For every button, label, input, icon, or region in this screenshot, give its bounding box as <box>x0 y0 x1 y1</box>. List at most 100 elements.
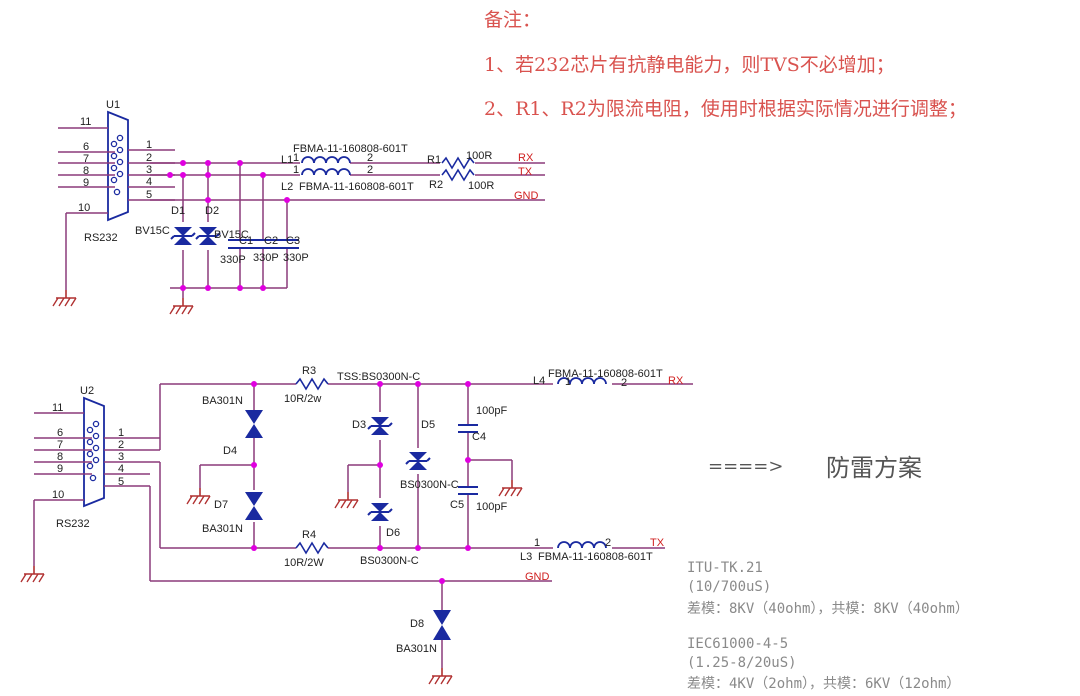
c3-label: C3 <box>286 235 300 247</box>
coil-pin: 2 <box>367 164 373 176</box>
ground-icon <box>498 479 523 497</box>
coil-pin: 2 <box>621 377 627 389</box>
tss-diode-d6 <box>367 502 393 522</box>
pin-label: 11 <box>80 116 91 128</box>
ground-icon <box>169 297 194 315</box>
c4-value: 100pF <box>476 405 507 417</box>
d2-label: D2 <box>205 205 219 217</box>
gnd-label: GND <box>525 571 550 583</box>
d4-part: BA301N <box>202 395 243 407</box>
pin-label: 11 <box>52 402 63 414</box>
r4-value: 10R/2W <box>284 557 324 569</box>
db9-connector-u1 <box>107 111 129 221</box>
l1-label: L1 <box>281 154 293 166</box>
coil-pin: 1 <box>293 152 299 164</box>
d7-part: BA301N <box>202 523 243 535</box>
tvs-diode-d1 <box>170 226 196 246</box>
rx-label: RX <box>668 375 684 387</box>
pin-label: 4 <box>146 176 152 188</box>
l2-part-label: FBMA-11-160808-601T <box>299 181 414 193</box>
c1-label: C1 <box>239 235 253 247</box>
ground-icon <box>186 487 211 505</box>
l3-label: L3 <box>520 551 532 563</box>
resistor-r3 <box>295 378 329 390</box>
c2-value: 330P <box>253 252 279 264</box>
c4-label: C4 <box>472 431 486 443</box>
tx-label: TX <box>650 537 665 549</box>
coil-pin: 2 <box>367 152 373 164</box>
coil-pin: 2 <box>605 537 611 549</box>
c3-value: 330P <box>283 252 309 264</box>
tvs-diode-d4 <box>245 410 263 438</box>
pin-label: 6 <box>57 427 63 439</box>
d1-part: BV15C <box>135 225 170 237</box>
pin-label: 7 <box>83 153 89 165</box>
r1-label: R1 <box>427 154 441 166</box>
r1-value: 100R <box>466 150 492 162</box>
ferrite-bead-l2 <box>301 168 351 176</box>
pin-label: 8 <box>57 451 63 463</box>
d6-part: BS0300N-C <box>360 555 419 567</box>
tss-diode-d5 <box>405 451 431 471</box>
r4-label: R4 <box>302 529 316 541</box>
l4-label: L4 <box>533 375 545 387</box>
pin-label: 3 <box>146 164 152 176</box>
pin-label: 9 <box>57 463 63 475</box>
ground-icon <box>428 667 453 685</box>
l3-part: FBMA-11-160808-601T <box>538 551 653 563</box>
pin-label: 1 <box>118 427 124 439</box>
pin-label: 2 <box>146 152 152 164</box>
l2-label: L2 <box>281 181 293 193</box>
ferrite-bead-l3 <box>557 541 607 549</box>
l4-part: FBMA-11-160808-601T <box>548 368 663 380</box>
c5-label: C5 <box>450 499 464 511</box>
d4-label: D4 <box>223 445 237 457</box>
tvs-diode-d8 <box>433 610 451 640</box>
tss-label: TSS:BS0300N-C <box>337 371 420 383</box>
pin-label: 3 <box>118 451 124 463</box>
r2-value: 100R <box>468 180 494 192</box>
coil-pin: 1 <box>565 376 571 388</box>
circuit-2: U2 RS232 11 6 7 8 9 10 1 2 3 4 5 R3 10R/… <box>20 365 693 685</box>
pin-label: 1 <box>146 139 152 151</box>
pin-label: 9 <box>83 177 89 189</box>
ground-icon <box>52 289 77 307</box>
rx-label: RX <box>518 152 534 164</box>
c5-value: 100pF <box>476 501 507 513</box>
connector-label: RS232 <box>84 232 118 244</box>
d8-label: D8 <box>410 618 424 630</box>
d3-label: D3 <box>352 419 366 431</box>
d2-part: BV15C <box>214 229 249 241</box>
connector-label: RS232 <box>56 518 90 530</box>
pin-label: 5 <box>118 476 124 488</box>
l1-part-label: FBMA-11-160808-601T <box>293 143 408 155</box>
u1-label: U1 <box>106 99 120 111</box>
pin-label: 6 <box>83 141 89 153</box>
pin-label: 8 <box>83 165 89 177</box>
tx-label: TX <box>518 166 533 178</box>
gnd-label: GND <box>514 190 539 202</box>
pin-label: 4 <box>118 463 124 475</box>
db9-connector-u2 <box>83 397 105 507</box>
r2-label: R2 <box>429 179 443 191</box>
ferrite-bead-l1 <box>301 156 351 164</box>
d6-label: D6 <box>386 527 400 539</box>
u2-label: U2 <box>80 385 94 397</box>
coil-pin: 1 <box>534 537 540 549</box>
d7-label: D7 <box>214 499 228 511</box>
pin-label: 10 <box>52 489 64 501</box>
tss-diode-d3 <box>367 416 393 436</box>
pin-label: 5 <box>146 189 152 201</box>
resistor-r4 <box>295 542 329 554</box>
ground-icon <box>334 491 359 509</box>
coil-pin: 1 <box>293 164 299 176</box>
pin-label: 2 <box>118 439 124 451</box>
d5-label: D5 <box>421 419 435 431</box>
d8-part: BA301N <box>396 643 437 655</box>
d1-label: D1 <box>171 205 185 217</box>
resistor-r2 <box>441 169 475 181</box>
tvs-diode-d7 <box>245 492 263 520</box>
pin-label: 7 <box>57 439 63 451</box>
circuit-1: U1 RS232 11 6 7 8 9 10 1 2 3 4 5 FBMA-11… <box>52 99 545 315</box>
